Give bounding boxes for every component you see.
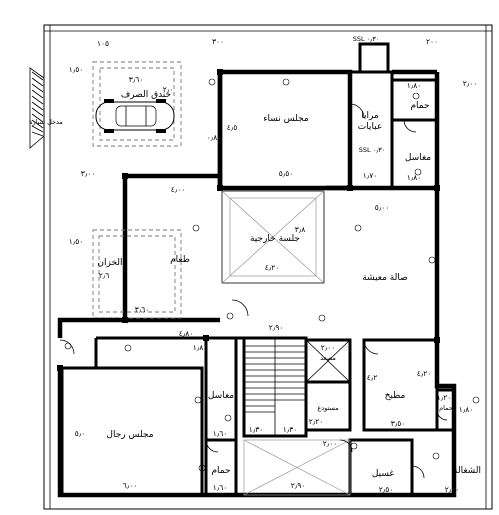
- dim-top-right: ٢٠٠: [426, 37, 438, 46]
- label-khandaq: خندق الصرف: [121, 90, 171, 100]
- label-shaghala: الشغالة: [453, 466, 481, 476]
- room-matbakh: [362, 338, 439, 432]
- label-maghasil-top: مغاسل: [405, 153, 431, 163]
- label-maghasil-bottom: مغاسل: [208, 391, 234, 401]
- dim-khazzan-h: ٢٫٦: [99, 271, 110, 280]
- label-hammam-right: حمام: [439, 404, 453, 412]
- label-ibayat: عبايات: [358, 122, 383, 132]
- dim-matbakh-h: ٤٫٢: [367, 373, 378, 382]
- dim-khandaq-h: ٢٫٠: [163, 85, 174, 94]
- label-khazzan: الخزان: [97, 258, 122, 268]
- dim-180-b: ١٫٨٠: [407, 173, 422, 182]
- dim-sala-h: ٤٫٢٠: [417, 369, 432, 378]
- dim-shaghala: ٢٫٨٠: [445, 485, 460, 494]
- dim-sala-w: ٥٫٠٠: [375, 203, 390, 212]
- label-hammam-bottom: حمام: [211, 466, 230, 476]
- dim-180-a: ١٫٨٠: [407, 81, 422, 90]
- label-car-entry: مدخل سيارة: [29, 118, 63, 126]
- dim-mustawdaa: ٢٫٢٠: [309, 417, 324, 426]
- khandaq-zone: [92, 61, 182, 147]
- label-majlis-rijal: مجلس رجال: [106, 430, 153, 440]
- dim-tabkh-w: ٤٫٠٠: [171, 185, 186, 194]
- room-majlis-rijal: [60, 366, 204, 497]
- dim-top-left: ١٠٥: [97, 39, 109, 48]
- dim-nisa-w: ٥٫٥٠: [279, 169, 294, 178]
- dim-khandaq-w: ٣٫٦٠: [129, 75, 144, 84]
- room-mustawdaa: [304, 380, 352, 432]
- label-matbakh: مطبخ: [385, 391, 406, 401]
- label-tabkh-left: طعام: [170, 255, 190, 265]
- dim-200-right: ٢٫٠٠: [463, 79, 478, 88]
- dim-top-mid: ٣٠٠: [212, 37, 224, 46]
- label-sala: صالة معيشة: [362, 273, 408, 283]
- dim-ssl-mid: SSL ٠٫٣٠: [359, 146, 386, 154]
- dim-jalsa-h: ٣٫٨: [295, 225, 306, 234]
- dim-jalsa-w: ٤٫٢٠: [265, 263, 280, 272]
- label-maraya: مرايا: [361, 111, 379, 121]
- dim-nisa-h: ٤٫٥: [227, 123, 238, 132]
- label-majlis-nisa: مجلس نساء: [263, 114, 309, 124]
- dim-160-b: ١٫٦٠: [213, 483, 228, 492]
- dim-rijal-w: ٦٫٠٠: [123, 481, 138, 490]
- label-maseed: مصعد: [320, 354, 336, 362]
- dim-left-300: ٣٫٠٠: [81, 169, 96, 178]
- dim-200-bot: ٢٫٠٠: [323, 439, 338, 448]
- dim-180-c: ١٫٨٠: [193, 343, 208, 352]
- dim-tabkh-h: ٣٫٦٠: [135, 305, 150, 314]
- dim-nisa-side: ٠٫٨٠: [207, 133, 222, 142]
- dim-ghaseel: ٢٫٥٠: [379, 485, 394, 494]
- label-hammam-top: حمام: [410, 101, 429, 111]
- dim-stair-r: ١٫٣٠: [283, 425, 298, 434]
- room-jalsa: [221, 190, 325, 284]
- label-ghaseel: غسيل: [372, 469, 395, 479]
- dim-maseed: ٢٫٠٠: [321, 343, 336, 352]
- dim-stair-l: ١٫٣٠: [249, 425, 264, 434]
- car-icon: [95, 99, 175, 133]
- dim-stair-top: ٢٫٩٠: [269, 323, 284, 332]
- car-entry-ramp: [29, 67, 45, 149]
- label-mustawdaa: مستودع: [317, 404, 338, 412]
- label-jalsa: جلسة خارجية: [250, 234, 300, 244]
- dim-180-d: ١٫٨٠: [459, 405, 474, 414]
- dim-120: ١٫٢٠: [437, 393, 452, 402]
- dim-maraya: ١٫٧٠: [363, 171, 378, 180]
- khazzan-zone: [92, 229, 182, 319]
- dim-matbakh-w: ٣٫٥٠: [391, 419, 406, 428]
- dim-ssl-top: SSL ٠٫٣٠: [353, 35, 380, 43]
- dim-stair-bot: ٢٫٩٠: [291, 481, 306, 490]
- dim-160-a: ١٫٦٠: [213, 429, 228, 438]
- dim-left-150-b: ١٫٥٠: [69, 237, 84, 246]
- plot-boundary: [43, 24, 493, 510]
- dim-480: ٤٫٨٠: [179, 329, 194, 338]
- dim-rijal-h: ٥٫٠: [75, 429, 86, 438]
- dim-left-150-a: ١٫٥٠: [69, 65, 84, 74]
